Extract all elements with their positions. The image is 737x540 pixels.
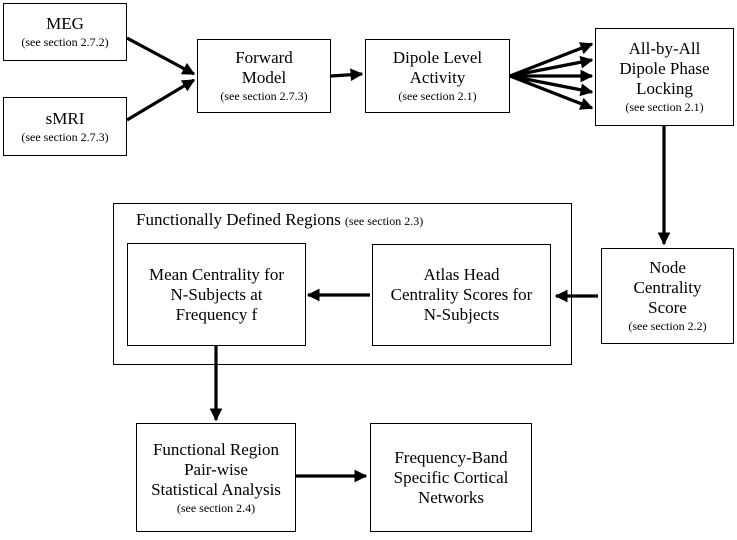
meg-label: MEG — [46, 14, 84, 33]
all-by-all-section-ref: (see section 2.1) — [625, 100, 704, 114]
forward-model-section-ref: (see section 2.7.3) — [220, 89, 308, 103]
dipole-activity-box: Dipole Level Activity (see section 2.1) — [365, 39, 510, 113]
frequency-band-label-line1: Frequency-Band — [394, 447, 508, 467]
functional-analysis-label-line1: Functional Region — [152, 439, 280, 459]
mean-centrality-label-line2: N-Subjects at — [170, 284, 263, 304]
node-centrality-section-ref: (see section 2.2) — [628, 319, 707, 333]
meg-box: MEG (see section 2.7.2) — [3, 3, 127, 61]
atlas-head-label-line3: N-Subjects — [423, 305, 500, 324]
frequency-band-label-line3: Networks — [417, 487, 485, 507]
forward-model-box: Forward Model (see section 2.7.3) — [197, 39, 331, 113]
node-centrality-label-line3: Score — [648, 298, 687, 317]
node-centrality-box: Node Centrality Score (see section 2.2) — [601, 248, 734, 344]
frequency-band-label-line2: Specific Cortical — [393, 467, 509, 487]
functional-analysis-section-ref: (see section 2.4) — [176, 500, 256, 515]
all-by-all-label-line2: Dipole Phase — [619, 59, 710, 78]
functional-regions-title-text: Functionally Defined Regions — [136, 210, 341, 229]
functional-analysis-label-line3: Statistical Analysis — [151, 479, 281, 499]
node-centrality-label-line1: Node — [649, 258, 686, 277]
dipole-activity-label-line1: Dipole Level — [392, 48, 483, 67]
arrow-dipole-to-allbyall-1 — [509, 42, 594, 78]
arrow-dipole-to-allbyall-5 — [509, 74, 594, 110]
arrow-forward-to-dipole — [330, 68, 364, 82]
arrow-dipole-to-allbyall-2 — [509, 55, 594, 78]
meg-section-ref: (see section 2.7.2) — [21, 35, 109, 49]
mean-centrality-label-line3: Frequency f — [175, 304, 258, 324]
node-centrality-label-line2: Centrality — [633, 278, 702, 297]
smri-box: sMRI (see section 2.7.3) — [3, 97, 127, 156]
frequency-band-box: Frequency-Band Specific Cortical Network… — [370, 423, 532, 532]
dipole-activity-label-line2: Activity — [409, 68, 466, 87]
arrow-dipole-to-allbyall-4 — [509, 74, 594, 97]
all-by-all-label-line3: Locking — [636, 79, 693, 98]
mean-centrality-box: Mean Centrality for N-Subjects at Freque… — [127, 243, 306, 346]
dipole-activity-section-ref: (see section 2.1) — [398, 89, 477, 103]
atlas-head-box: Atlas Head Centrality Scores for N-Subje… — [372, 244, 551, 346]
arrow-smri-to-forward — [126, 78, 196, 122]
smri-section-ref: (see section 2.7.3) — [21, 129, 109, 144]
forward-model-label-line1: Forward — [235, 48, 293, 67]
functional-region-analysis-box: Functional Region Pair-wise Statistical … — [136, 423, 296, 532]
functional-regions-group: Functionally Defined Regions (see sectio… — [113, 203, 572, 365]
arrow-meg-to-forward — [126, 36, 196, 76]
functional-analysis-label-line2: Pair-wise — [184, 459, 248, 479]
forward-model-label-line2: Model — [241, 68, 287, 87]
atlas-head-label-line1: Atlas Head — [423, 265, 500, 284]
functional-regions-title: Functionally Defined Regions (see sectio… — [136, 210, 423, 230]
atlas-head-label-line2: Centrality Scores for — [390, 285, 533, 304]
all-by-all-label-line1: All-by-All — [628, 39, 701, 58]
mean-centrality-label-line1: Mean Centrality for — [148, 264, 284, 284]
all-by-all-box: All-by-All Dipole Phase Locking (see sec… — [595, 28, 734, 126]
smri-label: sMRI — [45, 108, 85, 128]
functional-regions-section-ref: (see section 2.3) — [344, 214, 424, 228]
